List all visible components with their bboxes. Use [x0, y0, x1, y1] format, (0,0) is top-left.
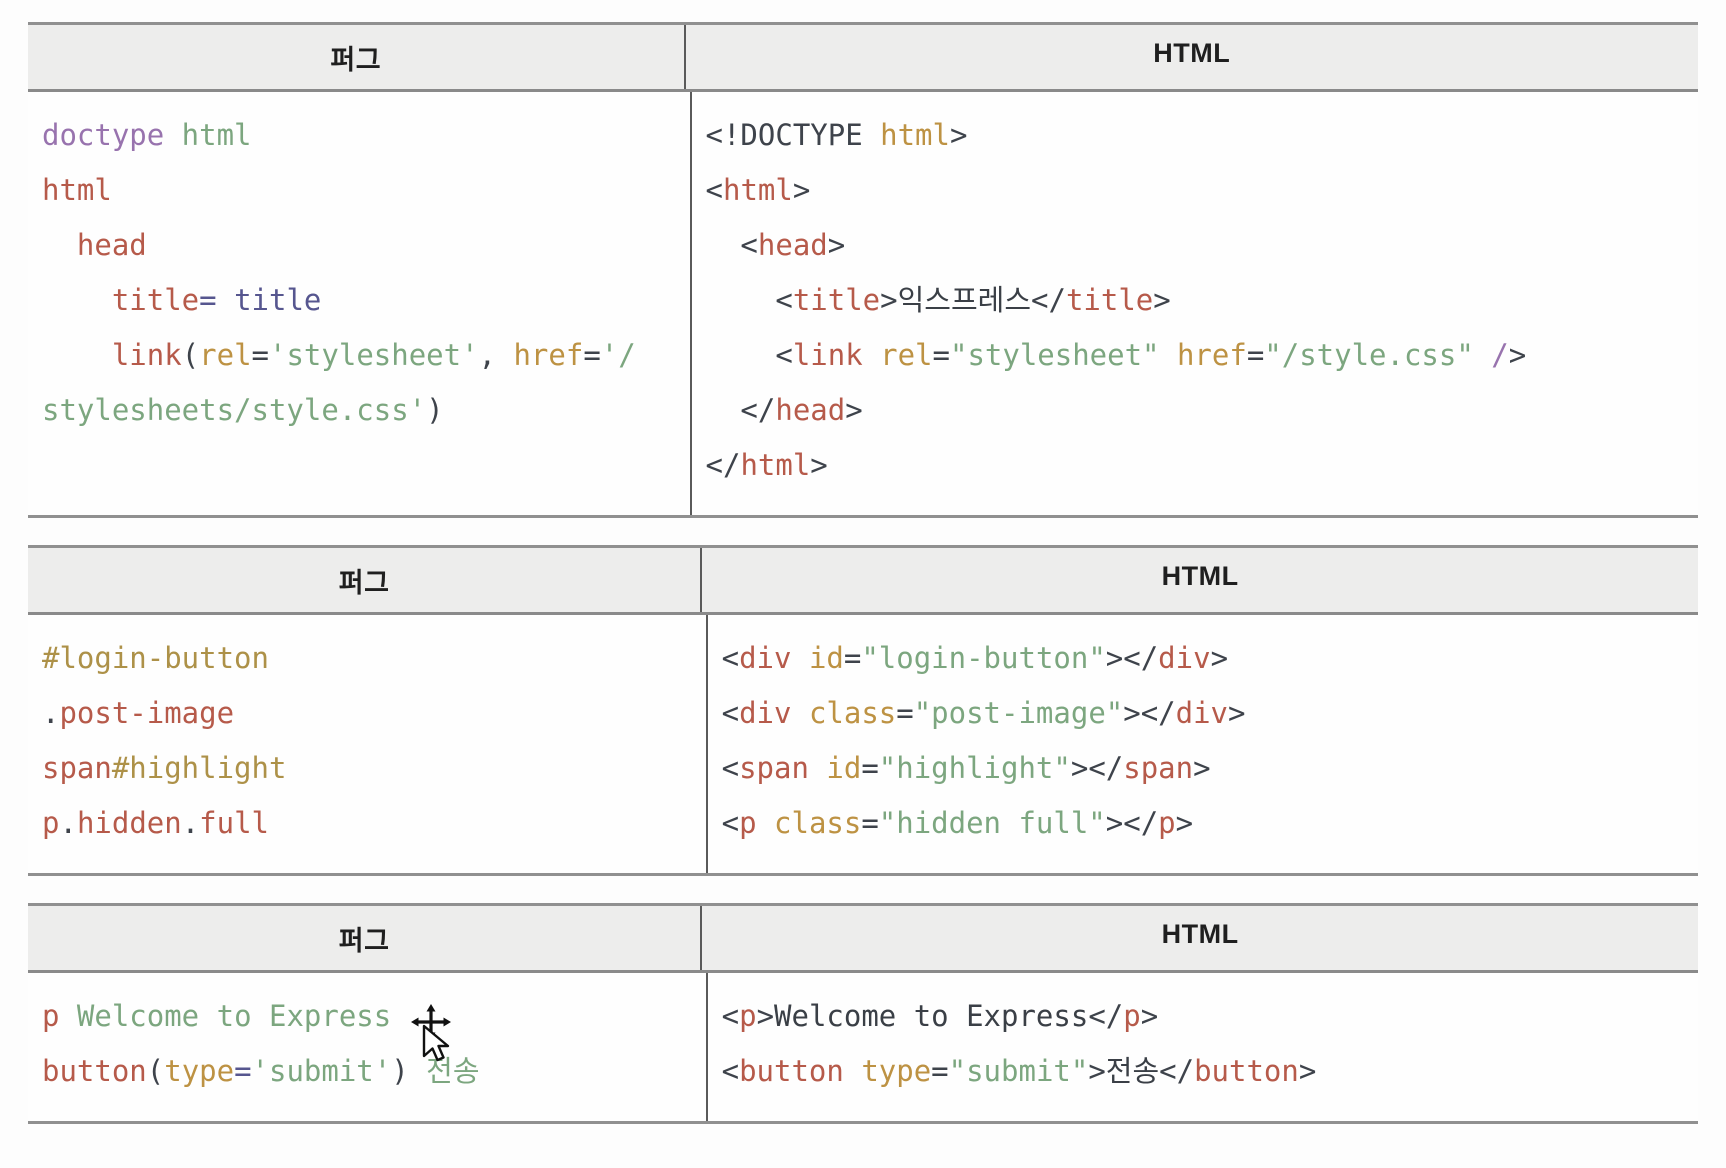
code-line: <span id="highlight"></span>: [721, 751, 1211, 785]
code-line: </head>: [705, 393, 863, 427]
code-line: <html>: [705, 173, 811, 207]
pug-column-header: 퍼그: [330, 45, 382, 75]
table-header-row: 퍼그 HTML: [28, 22, 1698, 92]
code-line: stylesheets/style.css'): [42, 393, 444, 427]
code-line: p Welcome to Express: [42, 999, 392, 1033]
table-body-row: p Welcome to Express button(type='submit'…: [28, 973, 1698, 1121]
code-line: <title>익스프레스</title>: [705, 283, 1171, 317]
html-column-header: HTML: [700, 906, 1698, 970]
comparison-table-selectors: 퍼그 HTML #login-button .post-image span#hig…: [28, 545, 1698, 876]
html-column-header: HTML: [700, 548, 1698, 612]
html-column-header: HTML: [683, 25, 1698, 89]
code-line: button(type='submit') 전송: [42, 1054, 480, 1088]
code-line: p.hidden.full: [42, 806, 270, 840]
code-line: html: [42, 173, 112, 207]
comparison-table-document: 퍼그 HTML doctype html html head title= tit…: [28, 22, 1698, 518]
table-header-row: 퍼그 HTML: [28, 903, 1698, 973]
pug-column-header: 퍼그: [338, 926, 390, 956]
code-line: <div id="login-button"></div>: [721, 641, 1229, 675]
code-line: <p>Welcome to Express</p>: [721, 999, 1159, 1033]
code-line: </html>: [705, 448, 828, 482]
code-line: title= title: [42, 283, 322, 317]
pug-column-header: 퍼그: [338, 568, 390, 598]
pug-code-cell: p Welcome to Express button(type='submit'…: [28, 973, 706, 1121]
html-code-cell: <p>Welcome to Express</p> <button type="s…: [705, 973, 1698, 1121]
code-line: <div class="post-image"></div>: [721, 696, 1246, 730]
pug-code-cell: doctype html html head title= title link(…: [28, 92, 690, 515]
table-header-row: 퍼그 HTML: [28, 545, 1698, 615]
code-line: head: [42, 228, 147, 262]
pug-code-cell: #login-button .post-image span#highlight p.…: [28, 615, 706, 873]
table-body-row: #login-button .post-image span#highlight p.…: [28, 615, 1698, 873]
code-line: <button type="submit">전송</button>: [721, 1054, 1317, 1088]
html-code-cell: <!DOCTYPE html> <html> <head> <title>익스프레…: [689, 92, 1698, 515]
code-line: doctype html: [42, 118, 252, 152]
code-line: #login-button: [42, 641, 269, 675]
code-line: <p class="hidden full"></p>: [721, 806, 1194, 840]
code-line: <link rel="stylesheet" href="/style.css"…: [705, 338, 1527, 372]
comparison-table-text: 퍼그 HTML p Welcome to Express button(type=…: [28, 903, 1698, 1124]
code-line: .post-image: [42, 696, 235, 730]
code-line: span#highlight: [42, 751, 287, 785]
html-code-cell: <div id="login-button"></div> <div class=…: [705, 615, 1698, 873]
code-line: link(rel='stylesheet', href='/: [42, 338, 636, 372]
code-line: <head>: [705, 228, 846, 262]
table-body-row: doctype html html head title= title link(…: [28, 92, 1698, 515]
code-line: <!DOCTYPE html>: [705, 118, 968, 152]
